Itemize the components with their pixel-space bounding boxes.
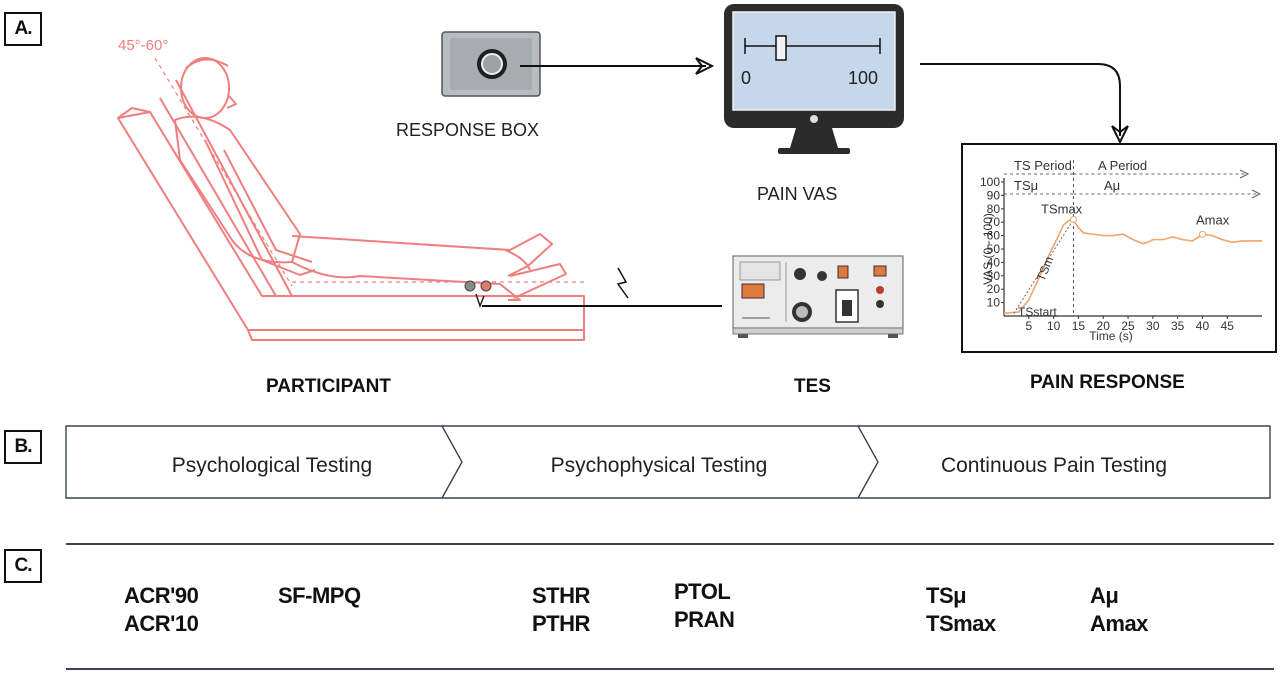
tes-label: TES (794, 376, 831, 397)
metric-acr90: ACR'90 (124, 583, 199, 608)
metric-group-a: Aμ Amax (1090, 582, 1148, 638)
vas-max-label: 100 (848, 68, 878, 88)
y-tick-label: 30 (987, 269, 1001, 283)
panel-c-bottom-rule (66, 668, 1274, 670)
y-tick-label: 60 (987, 229, 1001, 243)
y-tick-label: 100 (980, 175, 1000, 189)
ts-period-label: TS Period (1014, 158, 1072, 173)
monitor-icon (724, 4, 904, 154)
panel-c-tag: C. (4, 549, 42, 583)
a-mu-arrow-head (1251, 189, 1262, 199)
x-tick-label: 25 (1121, 319, 1135, 333)
y-axis-label: VAS (0 - 100) (981, 213, 995, 285)
ts-max-marker (1069, 216, 1077, 224)
x-tick-label: 40 (1196, 319, 1210, 333)
ts-max-label: TSmax (1041, 202, 1083, 217)
ts-start-label: TSstart (1018, 305, 1057, 319)
metric-acr10: ACR'10 (124, 611, 199, 636)
a-period-arrow-head (1239, 169, 1250, 179)
y-tick-label: 80 (987, 202, 1001, 216)
x-tick-label: 45 (1221, 319, 1235, 333)
pain-vas-label: PAIN VAS (757, 184, 837, 204)
x-tick-label: 15 (1072, 319, 1086, 333)
y-tick-label: 50 (987, 242, 1001, 256)
a-mu-label: Aμ (1104, 178, 1120, 193)
vas-min-label: 0 (741, 68, 751, 88)
participant-illustration (117, 57, 585, 341)
arrow-monitor-to-chart (920, 63, 1121, 136)
y-tick-label: 20 (987, 282, 1001, 296)
panel-c-top-rule (66, 543, 1274, 545)
electrode-gray-icon (464, 280, 476, 292)
y-tick-label: 10 (987, 296, 1001, 310)
electrode-red-icon (480, 280, 492, 292)
vas-series-line (1003, 218, 1262, 315)
lightning-icon (616, 267, 629, 299)
panel-b-tag: B. (4, 430, 42, 464)
metric-group-tolerance: PTOL PRAN (674, 578, 735, 634)
x-tick-label: 20 (1097, 319, 1111, 333)
y-tick-label: 70 (987, 215, 1001, 229)
metric-amax: Amax (1090, 611, 1148, 636)
panel-a-tag: A. (4, 12, 42, 46)
y-tick-label: 40 (987, 255, 1001, 269)
electrode-lead-icon (475, 293, 485, 309)
step-psychophysical: Psychophysical Testing (551, 454, 768, 477)
step-psychological: Psychological Testing (172, 454, 372, 477)
metric-pthr: PTHR (532, 611, 590, 636)
protocol-bar (65, 425, 1271, 499)
angle-label: 45°-60° (118, 37, 168, 54)
tes-device (732, 255, 904, 338)
metric-sthr: STHR (532, 583, 590, 608)
arrow-down-icon (1111, 125, 1129, 145)
response-box-device (441, 31, 541, 97)
metric-ptol: PTOL (674, 579, 731, 604)
response-box-label: RESPONSE BOX (396, 120, 539, 140)
a-max-label: Amax (1196, 212, 1230, 227)
participant-label: PARTICIPANT (266, 376, 391, 397)
x-tick-label: 5 (1025, 319, 1032, 333)
pain-response-label: PAIN RESPONSE (1030, 372, 1185, 393)
metric-sfmpq: SF-MPQ (278, 583, 361, 608)
metric-group-sfmpq: SF-MPQ (278, 582, 361, 610)
arrow-head-icon (695, 57, 715, 75)
metric-pran: PRAN (674, 607, 735, 632)
metric-tsmu: TSμ (926, 583, 967, 608)
x-axis-label: Time (s) (1089, 329, 1133, 343)
y-tick-label: 90 (987, 188, 1001, 202)
pain-response-frame (961, 143, 1277, 353)
metric-tsmax: TSmax (926, 611, 996, 636)
a-max-marker (1198, 230, 1206, 238)
metric-amu: Aμ (1090, 583, 1119, 608)
ts-mu-label: TSμ (1014, 178, 1038, 193)
x-tick-label: 10 (1047, 319, 1061, 333)
metric-group-thresholds: STHR PTHR (532, 582, 590, 638)
ts-slope-line (1013, 219, 1074, 314)
metric-group-acr: ACR'90 ACR'10 (124, 582, 199, 638)
a-period-label: A Period (1098, 158, 1147, 173)
x-tick-label: 30 (1146, 319, 1160, 333)
step-continuous-pain: Continuous Pain Testing (941, 454, 1167, 477)
metric-group-ts: TSμ TSmax (926, 582, 996, 638)
x-tick-label: 35 (1171, 319, 1185, 333)
